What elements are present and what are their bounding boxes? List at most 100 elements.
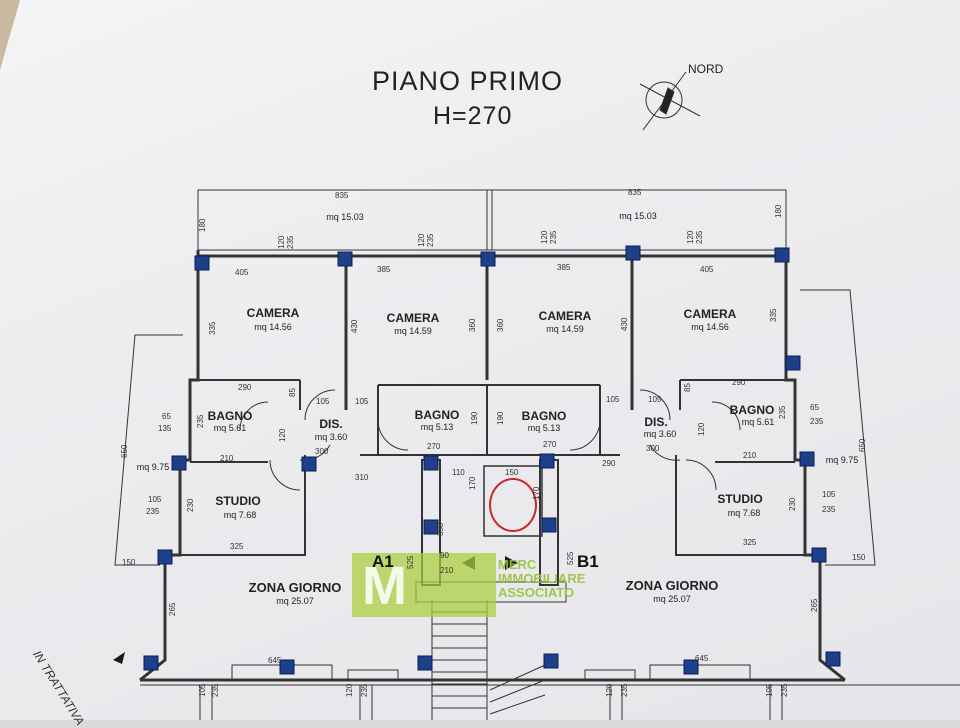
agency-logo: M bbox=[352, 553, 496, 617]
dim-405-right: 405 bbox=[700, 265, 714, 274]
dim-230-left: 230 bbox=[186, 498, 195, 512]
dim-645-left: 645 bbox=[268, 656, 282, 665]
dim-85-left: 85 bbox=[288, 388, 297, 397]
dim-235-right-a: 235 bbox=[810, 417, 824, 426]
room-dis-2: DIS. bbox=[644, 415, 668, 429]
dim-210-right: 210 bbox=[743, 451, 757, 460]
area-side-balcony-1: mq 9.75 bbox=[136, 462, 170, 472]
dim-120-dis-right: 120 bbox=[697, 422, 706, 436]
dim-190-right: 190 bbox=[496, 411, 505, 425]
area-camera-4: mq 14.56 bbox=[691, 322, 729, 332]
room-camera-2: CAMERA bbox=[386, 311, 440, 325]
dim-835-right: 835 bbox=[628, 188, 642, 197]
dim-105-a: 105 bbox=[316, 397, 330, 406]
dim-105-bottom-a: 105 bbox=[198, 683, 207, 697]
agency-name-line3: ASSOCIATO bbox=[498, 585, 575, 600]
dim-120-d: 120 bbox=[686, 230, 695, 244]
dim-350: 350 bbox=[436, 522, 445, 536]
area-bagno-1: mq 5.61 bbox=[213, 423, 247, 433]
dim-300-left: 300 bbox=[315, 447, 329, 456]
dim-180-left: 180 bbox=[198, 218, 207, 232]
dim-300-right: 300 bbox=[646, 444, 660, 453]
dim-235-bottom-a: 235 bbox=[211, 683, 220, 697]
dim-120-bottom-b: 120 bbox=[345, 683, 354, 697]
dim-430-left: 430 bbox=[350, 319, 359, 333]
elevator-stamp-icon bbox=[489, 478, 537, 532]
area-camera-2: mq 14.59 bbox=[394, 326, 432, 336]
dim-150-right: 150 bbox=[852, 553, 866, 562]
dim-135-left: 135 bbox=[158, 424, 172, 433]
dim-120-b: 120 bbox=[417, 233, 426, 247]
dim-405-left: 405 bbox=[235, 268, 249, 277]
dim-150-core: 150 bbox=[505, 468, 519, 477]
dim-290-mid: 290 bbox=[602, 459, 616, 468]
room-zona-giorno-1: ZONA GIORNO bbox=[248, 580, 342, 595]
dim-645-right: 645 bbox=[695, 654, 709, 663]
dim-265-right: 265 bbox=[810, 598, 819, 612]
dim-105-side-left: 105 bbox=[148, 495, 162, 504]
dim-235-bottom-c: 235 bbox=[620, 683, 629, 697]
dim-430-right: 430 bbox=[620, 317, 629, 331]
dim-170-right: 170 bbox=[532, 486, 541, 500]
dim-65-left: 65 bbox=[162, 412, 171, 421]
dim-235-d: 235 bbox=[695, 230, 704, 244]
dim-650-left: 650 bbox=[120, 444, 129, 458]
dim-120-a: 120 bbox=[277, 235, 286, 249]
dim-235-bagno-left: 235 bbox=[196, 414, 205, 428]
dim-270-right: 270 bbox=[543, 440, 557, 449]
room-bagno-2: BAGNO bbox=[414, 408, 460, 422]
room-camera-3: CAMERA bbox=[538, 309, 592, 323]
agency-name: MERC IMMOBILIARE ASSOCIATO bbox=[498, 558, 585, 600]
area-studio-2: mq 7.68 bbox=[727, 508, 761, 518]
dim-525-right: 525 bbox=[566, 551, 575, 565]
dim-325-right: 325 bbox=[743, 538, 757, 547]
room-zona-giorno-2: ZONA GIORNO bbox=[625, 578, 719, 593]
agency-logo-mark: M bbox=[362, 556, 407, 616]
dim-120-bottom-c: 120 bbox=[605, 683, 614, 697]
dim-235-bottom-d: 235 bbox=[780, 683, 789, 697]
dim-85-right: 85 bbox=[683, 383, 692, 392]
area-side-balcony-2: mq 9.75 bbox=[825, 455, 859, 465]
agency-name-line2: IMMOBILIARE bbox=[498, 571, 586, 586]
dim-325-left: 325 bbox=[230, 542, 244, 551]
area-dis-2: mq 3.60 bbox=[643, 429, 677, 439]
dim-110: 110 bbox=[452, 468, 465, 477]
dim-360-right: 360 bbox=[496, 318, 505, 332]
dim-235-bottom-b: 235 bbox=[360, 683, 369, 697]
dim-235-bagno-right: 235 bbox=[778, 405, 787, 419]
room-camera-4: CAMERA bbox=[683, 307, 737, 321]
plan-title: PIANO PRIMO bbox=[372, 66, 564, 96]
area-balcony-1: mq 15.03 bbox=[326, 212, 364, 222]
dim-105-side-right: 105 bbox=[822, 490, 836, 499]
dim-180-right: 180 bbox=[774, 204, 783, 218]
room-dis-1: DIS. bbox=[319, 417, 343, 431]
dim-210-core: 210 bbox=[440, 566, 454, 575]
dim-190-left: 190 bbox=[470, 411, 479, 425]
dim-235-a: 235 bbox=[286, 235, 295, 249]
dim-230-right: 230 bbox=[788, 497, 797, 511]
north-compass-icon bbox=[645, 81, 683, 119]
area-bagno-3: mq 5.13 bbox=[527, 423, 561, 433]
area-balcony-2: mq 15.03 bbox=[619, 211, 657, 221]
room-studio-2: STUDIO bbox=[717, 492, 763, 506]
dim-120-c: 120 bbox=[540, 230, 549, 244]
dim-290-left: 290 bbox=[238, 383, 252, 392]
dim-235-c: 235 bbox=[549, 230, 558, 244]
dim-150-left: 150 bbox=[122, 558, 136, 567]
dim-385-left: 385 bbox=[377, 265, 391, 274]
dim-335-right: 335 bbox=[769, 308, 778, 322]
north-label: NORD bbox=[688, 62, 724, 76]
dim-105-bottom-d: 105 bbox=[765, 683, 774, 697]
area-bagno-2: mq 5.13 bbox=[420, 422, 454, 432]
dim-270-left: 270 bbox=[427, 442, 441, 451]
dim-335-left: 335 bbox=[208, 321, 217, 335]
room-studio-1: STUDIO bbox=[215, 494, 261, 508]
area-zona-giorno-1: mq 25.07 bbox=[276, 596, 314, 606]
area-zona-giorno-2: mq 25.07 bbox=[653, 594, 691, 604]
unit-a1-label: A1 bbox=[372, 552, 394, 571]
dim-65-right: 65 bbox=[810, 403, 819, 412]
area-studio-1: mq 7.68 bbox=[223, 510, 257, 520]
area-camera-1: mq 14.56 bbox=[254, 322, 292, 332]
dim-170-left: 170 bbox=[468, 476, 477, 490]
